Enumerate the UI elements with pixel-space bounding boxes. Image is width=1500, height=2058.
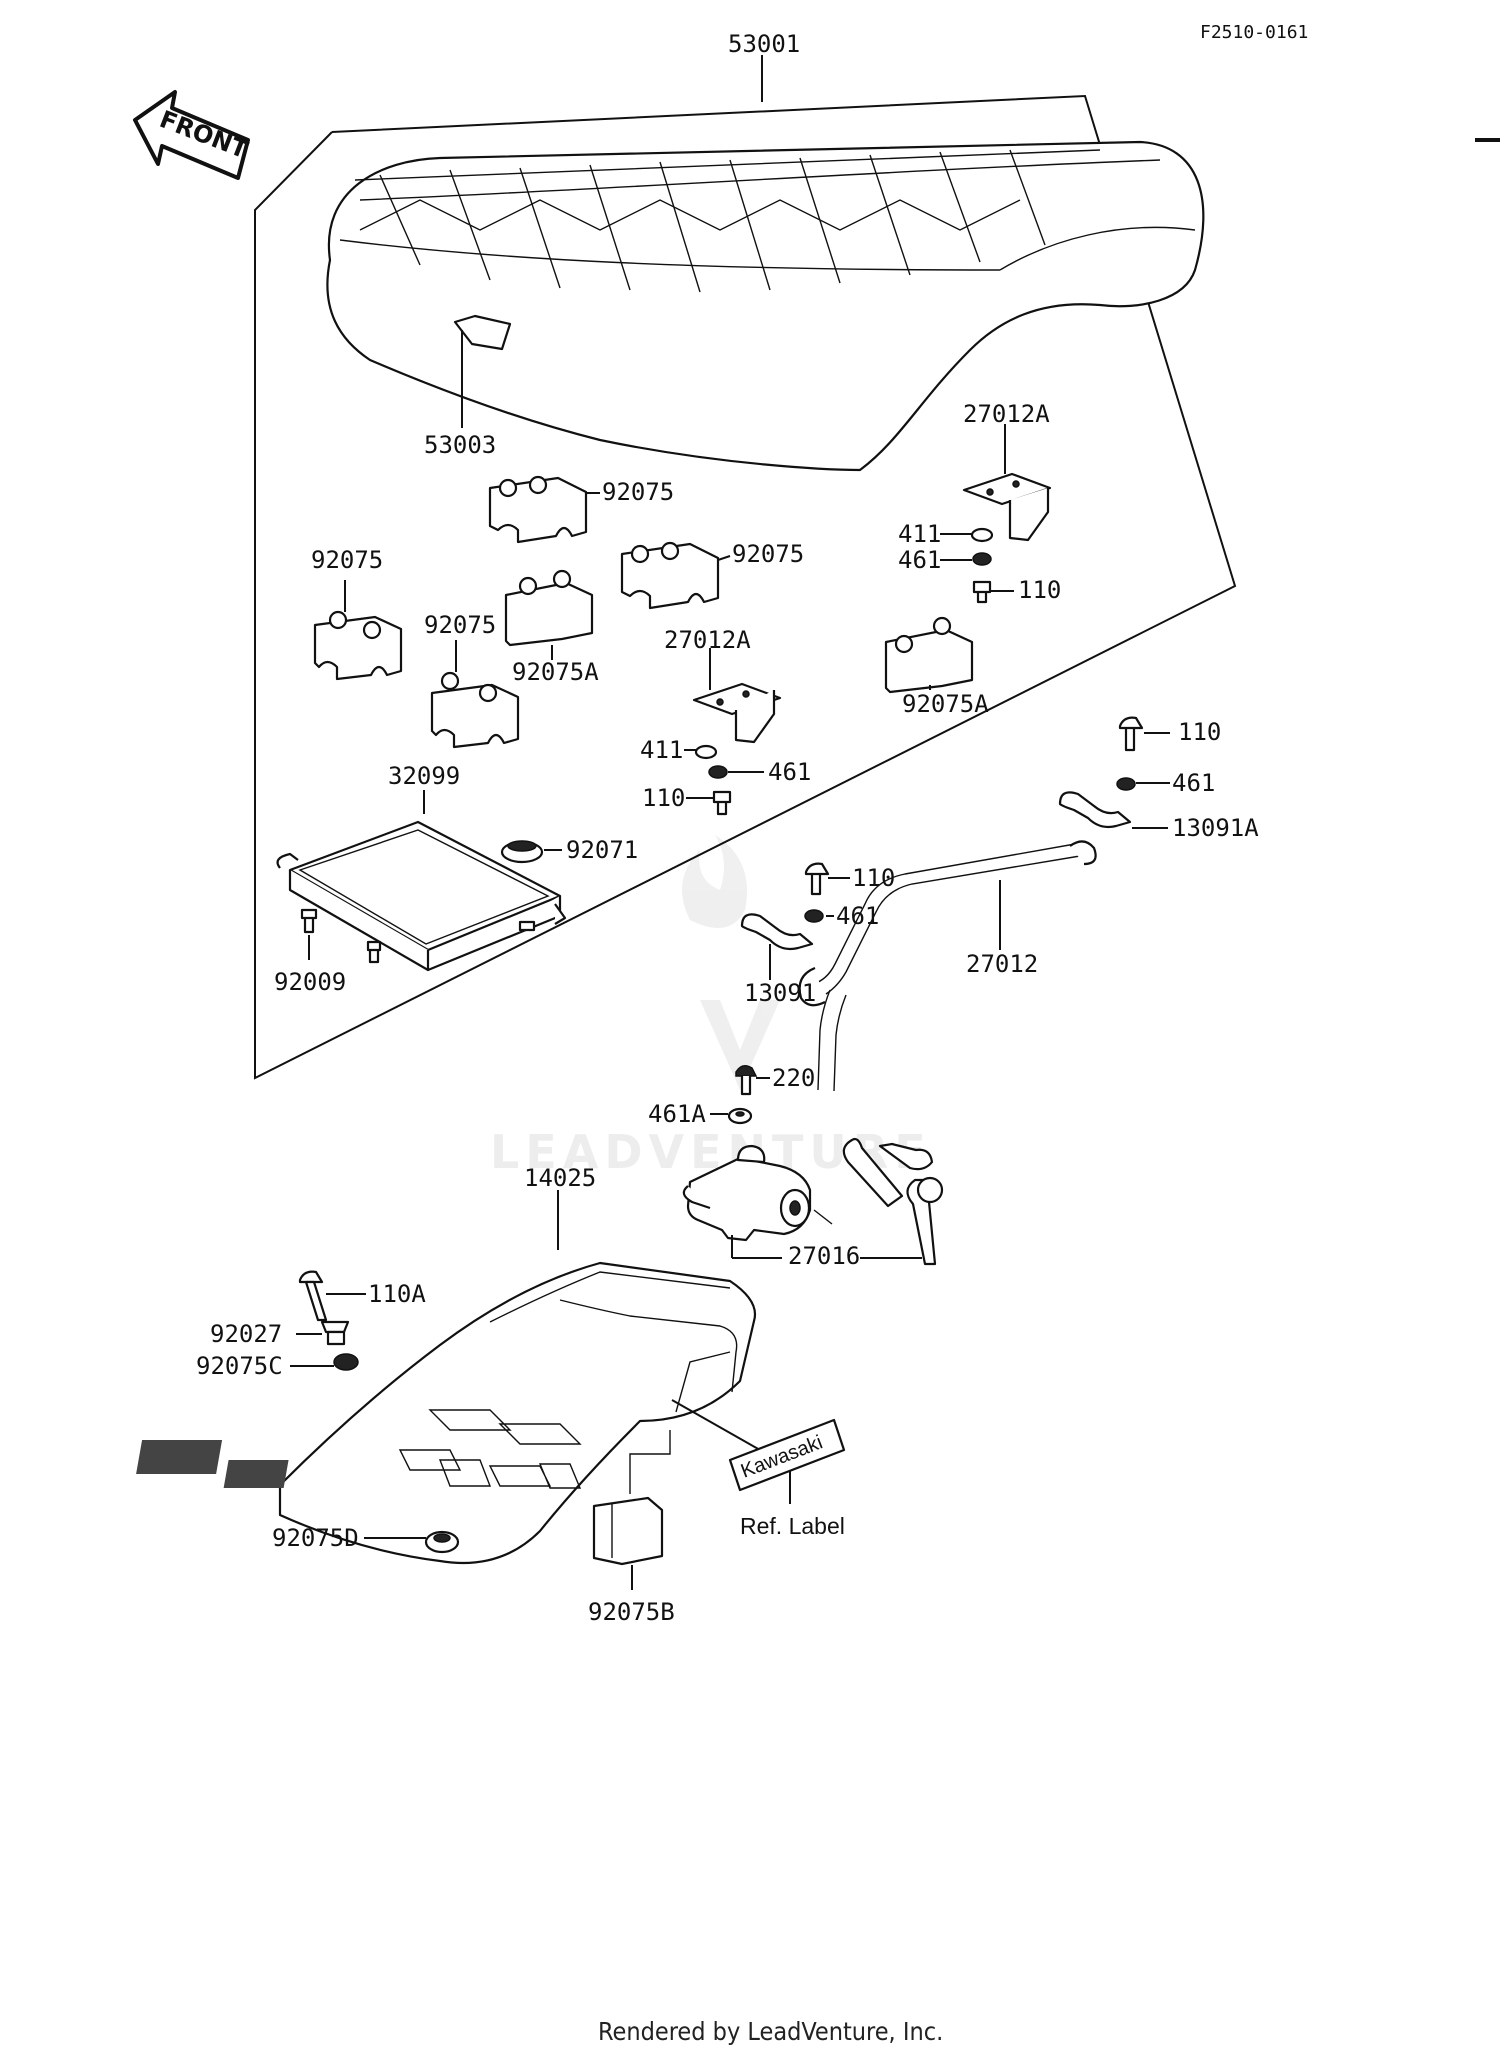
bracket-27012a-right	[940, 424, 1052, 604]
callout-washer-461-clamp: 461	[836, 902, 879, 930]
callout-clamp-a: 13091A	[1172, 814, 1259, 842]
callout-lock-set: 27016	[788, 1242, 860, 1270]
clamp-13091a	[1058, 791, 1168, 829]
callout-rod: 27012	[966, 950, 1038, 978]
screw-220	[710, 1065, 770, 1125]
callout-damper-c: 92075	[311, 546, 383, 574]
emblem-kawasaki: Kawasaki	[728, 1418, 846, 1504]
bracket-27012a-mid	[684, 648, 782, 816]
damper-92075c	[290, 1353, 359, 1371]
callout-collar: 92027	[210, 1320, 282, 1348]
callout-screw-220: 220	[772, 1064, 815, 1092]
callout-damper-92075d: 92075D	[272, 1524, 359, 1552]
damper-92075-left	[313, 580, 403, 681]
callout-grommet: 92071	[566, 836, 638, 864]
seat	[326, 55, 1205, 472]
callout-strap: 53003	[424, 431, 496, 459]
callout-bolt-110-top: 110	[1178, 718, 1221, 746]
rod-27012	[798, 840, 1097, 1092]
callout-seat: 53001	[728, 30, 800, 58]
callout-tray: 32099	[388, 762, 460, 790]
callout-bracket-right: 27012A	[963, 400, 1050, 428]
callout-bolt-110a: 110A	[368, 1280, 426, 1308]
callout-damper-d: 92075	[424, 611, 496, 639]
diagram-id: F2510-0161	[1200, 22, 1308, 43]
footer-text: Rendered by LeadVenture, Inc.	[598, 2017, 943, 2046]
damper-92075a-right	[884, 616, 974, 694]
ref-label: Ref. Label	[740, 1513, 845, 1539]
callout-damper-a: 92075	[602, 478, 674, 506]
clamp-13091	[740, 913, 814, 980]
damper-92075-mid	[430, 640, 520, 749]
bolt-110a	[298, 1270, 366, 1322]
cover-14025	[136, 1190, 761, 1565]
callout-damper-b: 92075	[732, 540, 804, 568]
callout-washer-461-m: 461	[768, 758, 811, 786]
callout-damper-92075c: 92075C	[196, 1352, 283, 1380]
callout-washer-461a: 461A	[648, 1100, 706, 1128]
callout-damper-f: 92075A	[902, 690, 989, 718]
front-arrow: FRONT	[133, 90, 252, 180]
callout-washer-411-m: 411	[640, 736, 683, 764]
damper-92075d	[364, 1530, 460, 1554]
callout-bracket-mid: 27012A	[664, 626, 751, 654]
callout-washer-461-top: 461	[1172, 769, 1215, 797]
callout-bolt-110-m: 110	[642, 784, 685, 812]
callout-bolt-110-r: 110	[1018, 576, 1061, 604]
damper-92075a-mid	[504, 569, 594, 660]
damper-92075-top	[488, 475, 600, 544]
callout-cover: 14025	[524, 1164, 596, 1192]
callout-clamp: 13091	[744, 979, 816, 1007]
damper-92075b	[592, 1430, 671, 1590]
bolt-110-top	[1116, 716, 1170, 791]
callout-bolt-110-clamp: 110	[852, 864, 895, 892]
grommet-92071	[500, 840, 562, 864]
callout-bolt-tray: 92009	[274, 968, 346, 996]
collar-92027	[296, 1320, 350, 1346]
seat-group-outline	[254, 94, 1237, 1080]
bolt-110-clamp	[804, 862, 850, 923]
lock-set-27016	[682, 1137, 944, 1266]
tray-32099	[276, 790, 567, 972]
callout-damper-e: 92075A	[512, 658, 599, 686]
damper-92075-right	[620, 541, 731, 610]
callout-washer-461-r: 461	[898, 546, 941, 574]
callout-damper-92075b: 92075B	[588, 1598, 675, 1626]
callout-washer-411-r: 411	[898, 520, 941, 548]
